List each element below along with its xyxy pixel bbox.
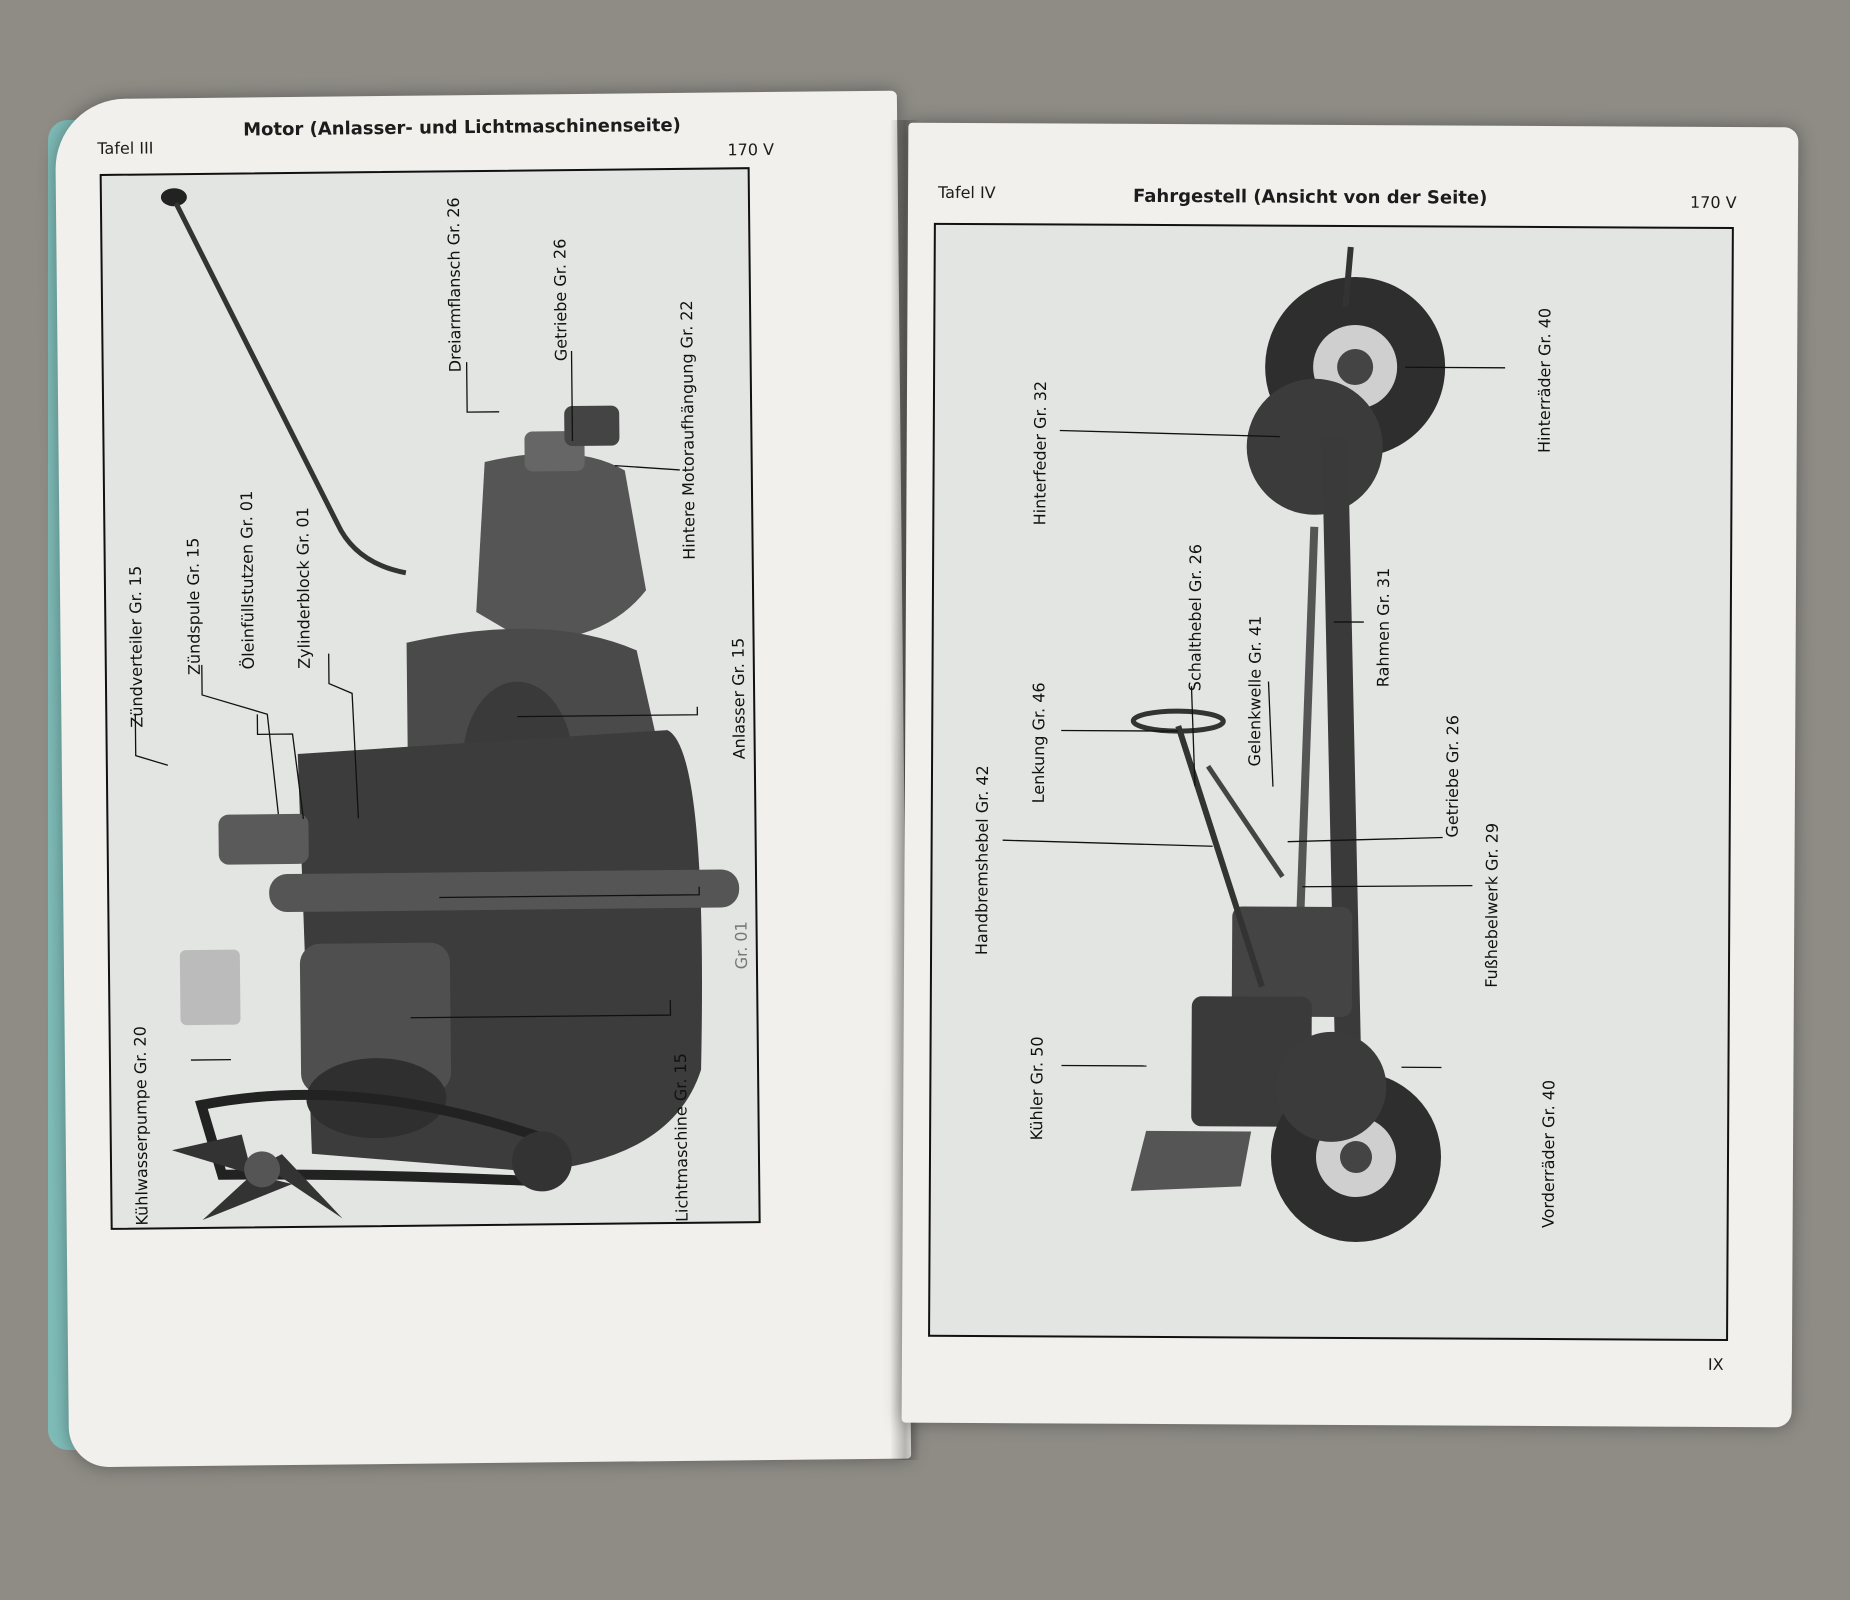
label-prop-shaft: Gelenkwelle Gr. 41 [1245,615,1265,767]
label-water-pump: Kühlwasserpumpe Gr. 20 [130,1026,152,1226]
page-title: Motor (Anlasser- und Lichtmaschinenseite… [243,114,681,141]
label-oil-filler: Öleinfüllstutzen Gr. 01 [236,490,258,670]
label-pedal-assembly: Fußhebelwerk Gr. 29 [1481,822,1502,988]
label-block-ref: Gr. 01 [731,921,752,970]
label-dynamo: Lichtmaschine Gr. 15 [670,1053,692,1223]
label-distributor: Zündverteiler Gr. 15 [125,565,147,728]
page-title: Fahrgestell (Ansicht von der Seite) [1132,185,1488,209]
label-cylinder-block: Zylinderblock Gr. 01 [293,507,314,669]
chassis-illustration [1002,246,1506,1243]
left-page: Tafel III Motor (Anlasser- und Lichtmasc… [54,90,912,1468]
label-gearbox: Getriebe Gr. 26 [550,238,571,362]
label-handbrake-lever: Handbremshebel Gr. 42 [972,765,993,956]
label-three-arm-flange: Dreiarmflansch Gr. 26 [443,197,465,373]
plate-number: Tafel IV [937,182,996,203]
plate-number: Tafel III [97,138,154,159]
label-rear-wheels: Hinterräder Gr. 40 [1534,307,1555,454]
right-page: Tafel IV Fahrgestell (Ansicht von der Se… [901,122,1799,1428]
label-front-wheels: Vorderräder Gr. 40 [1538,1079,1559,1229]
label-rear-spring: Hinterfeder Gr. 32 [1030,380,1051,526]
chassis-photo-frame: Hinterräder Gr. 40 Hinterfeder Gr. 32 Sc… [928,222,1734,1341]
label-steering: Lenkung Gr. 46 [1028,682,1049,804]
label-rear-engine-mount: Hintere Motoraufhängung Gr. 22 [676,300,699,560]
label-gear-lever: Schalthebel Gr. 26 [1185,543,1206,692]
model-number: 170 V [1689,192,1737,213]
label-starter: Anlasser Gr. 15 [728,637,749,760]
engine-photo-frame: Dreiarmflansch Gr. 26 Getriebe Gr. 26 Hi… [99,167,761,1230]
page-number: IX [1707,1354,1724,1374]
label-radiator: Kühler Gr. 50 [1027,1036,1047,1141]
label-ignition-coil: Zündspule Gr. 15 [183,537,204,676]
model-number: 170 V [727,139,775,160]
label-transmission: Getriebe Gr. 26 [1442,714,1463,838]
engine-illustration [134,188,740,1220]
label-frame: Rahmen Gr. 31 [1373,567,1394,688]
